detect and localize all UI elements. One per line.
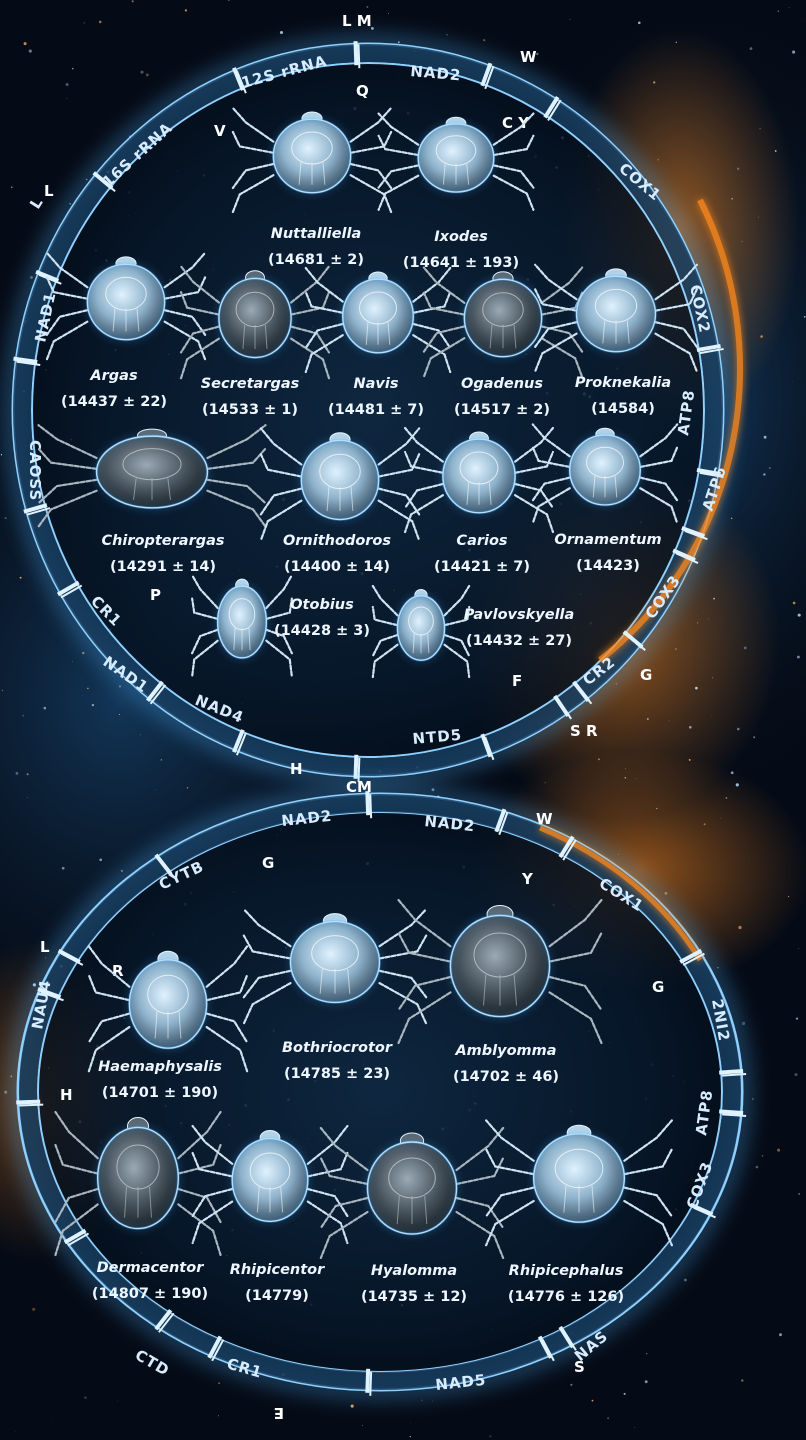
ring-divider — [719, 1071, 743, 1073]
upper-junction-label: V — [214, 122, 226, 140]
ring-divider — [356, 41, 357, 65]
genus-name: Otobius — [290, 597, 354, 613]
upper-junction-label: S R — [570, 722, 598, 740]
genus-name: Bothriocrotor — [282, 1040, 393, 1056]
genus-name: Haemaphysalis — [98, 1059, 222, 1075]
lower-junction-label: L — [40, 938, 50, 956]
genus-name: Amblyomma — [454, 1043, 556, 1059]
genus-name: Rhipicentor — [230, 1262, 325, 1278]
genus-name: Argas — [89, 368, 138, 384]
upper-junction-label: W — [520, 48, 537, 66]
lower-junction-label: W — [536, 810, 553, 828]
lower-junction-label: CM — [346, 778, 372, 796]
genus-name: Rhipicephalus — [509, 1263, 624, 1279]
genus-name: Chiropterargas — [101, 533, 224, 549]
genus-name: Ornamentum — [554, 532, 661, 548]
genus-name: Ixodes — [434, 229, 488, 245]
genome-size: (14701 ± 190) — [102, 1085, 218, 1101]
ring-divider — [370, 794, 371, 818]
genus-name: Carios — [456, 533, 508, 549]
lower-junction-label: S — [574, 1358, 585, 1376]
genome-size: (14641 ± 193) — [403, 255, 519, 271]
lower-junction-label: E — [274, 1404, 284, 1422]
upper-junction-label: G — [640, 666, 652, 684]
lower-segment-label: CTD — [132, 1346, 173, 1380]
genome-size: (14432 ± 27) — [466, 633, 572, 649]
upper-segment-label: CAOSS — [26, 440, 44, 501]
genome-size: (14584) — [591, 401, 655, 417]
genome-size: (14785 ± 23) — [284, 1066, 390, 1082]
lower-junction-label: H — [60, 1086, 73, 1104]
ring-divider — [370, 1372, 371, 1396]
lower-junction-label: Y — [521, 870, 534, 888]
ring-divider — [356, 755, 357, 779]
genome-size: (14779) — [245, 1288, 309, 1304]
genus-name: Navis — [354, 376, 399, 392]
genome-size: (14423) — [576, 558, 640, 574]
genus-name: Nuttalliella — [271, 226, 362, 242]
genome-size: (14400 ± 14) — [284, 559, 390, 575]
genus-name: Proknekalia — [575, 375, 671, 391]
genome-size: (14807 ± 190) — [92, 1286, 208, 1302]
upper-junction-label: L M — [342, 12, 372, 30]
ring-divider — [359, 44, 360, 68]
ring-divider — [367, 1369, 368, 1393]
genus-name: Pavlovskyella — [464, 607, 575, 623]
ring-divider — [719, 1111, 743, 1113]
genome-size: (14437 ± 22) — [61, 394, 167, 410]
lower-junction-label: G — [652, 978, 664, 996]
genome-size: (14517 ± 2) — [454, 402, 550, 418]
upper-junction-label: H — [290, 760, 303, 778]
genome-size: (14776 ± 126) — [508, 1289, 624, 1305]
genome-size: (14735 ± 12) — [361, 1289, 467, 1305]
upper-junction-label: L — [44, 182, 54, 200]
upper-junction-label: P — [150, 586, 161, 604]
genome-size: (14681 ± 2) — [268, 252, 364, 268]
lower-junction-label: G — [262, 854, 274, 872]
genome-size: (14291 ± 14) — [110, 559, 216, 575]
upper-junction-label: Q — [356, 82, 369, 100]
genome-size: (14421 ± 7) — [434, 559, 530, 575]
genus-name: Hyalomma — [371, 1263, 457, 1279]
genome-size: (14428 ± 3) — [274, 623, 370, 639]
genome-size: (14533 ± 1) — [202, 402, 298, 418]
ring-divider — [16, 1102, 40, 1103]
genus-name: Dermacentor — [97, 1260, 205, 1276]
genus-name: Ogadenus — [461, 376, 543, 392]
genus-name: Ornithodoros — [283, 533, 391, 549]
genome-size: (14481 ± 7) — [328, 402, 424, 418]
genome-size: (14702 ± 46) — [453, 1069, 559, 1085]
upper-junction-label: F — [512, 672, 522, 690]
genus-name: Secretargas — [201, 376, 300, 392]
ring-divider — [19, 1105, 43, 1106]
